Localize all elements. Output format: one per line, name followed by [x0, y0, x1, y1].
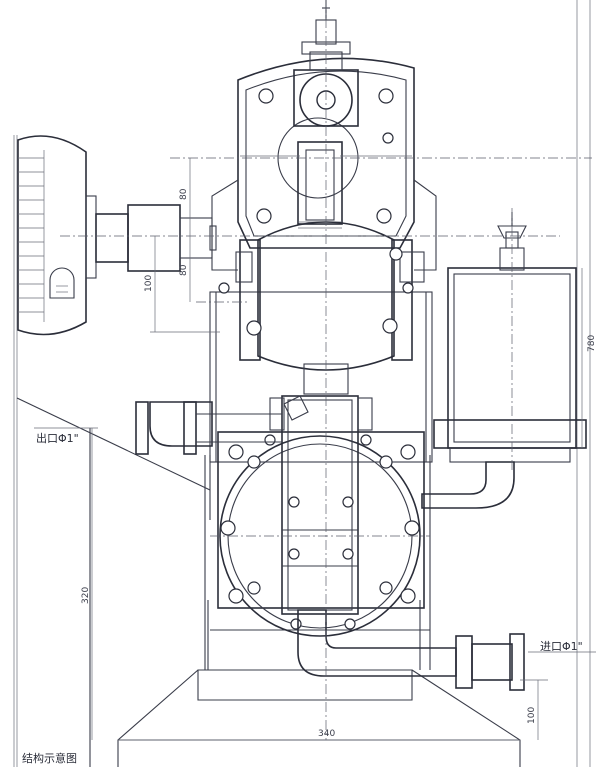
- border-lines: [13, 0, 591, 767]
- centerlines: [60, 0, 592, 740]
- tank: [421, 212, 587, 509]
- left-motor: [17, 135, 217, 336]
- dimension-lines: [34, 158, 596, 741]
- base-stand: [16, 291, 521, 767]
- dim-80-lower: 80: [179, 264, 189, 276]
- dim-340: 340: [318, 729, 335, 739]
- outlet-label: 出口Φ1": [36, 431, 79, 445]
- gearbox: [211, 0, 437, 271]
- dim-100-left: 100: [144, 275, 154, 292]
- dim-780: 780: [587, 335, 597, 352]
- caption-label: 结构示意图: [22, 751, 77, 765]
- pump-head: [217, 395, 425, 637]
- dim-320: 320: [81, 587, 91, 604]
- inlet-label: 进口Φ1": [540, 640, 583, 653]
- middle-housing: [218, 221, 425, 395]
- outlet-pipe: [135, 401, 282, 455]
- dim-100-right: 100: [527, 707, 537, 724]
- dim-80-upper: 80: [179, 188, 189, 200]
- inlet-pipe: [297, 609, 525, 691]
